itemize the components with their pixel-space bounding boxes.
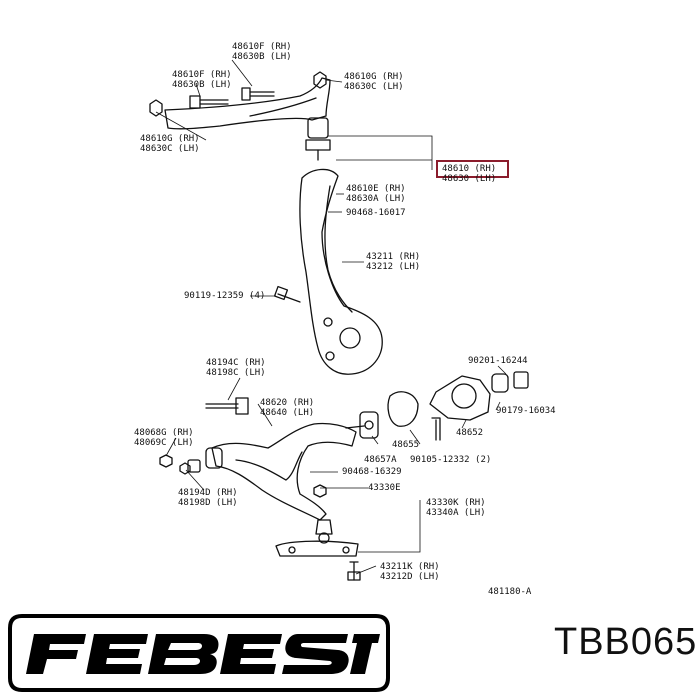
label-ball-joint: 43330K (RH) 43340A (LH) (426, 498, 486, 518)
bracket-shape (359, 411, 379, 439)
label-bracket: 48657A (364, 455, 397, 465)
label-upper-arm-bolt: 48610F (RH) 48630B (LH) (232, 42, 292, 62)
label-upper-arm-nut: 48610G (RH) 48630C (LH) (344, 72, 404, 92)
upper-bolt-left-shape (199, 99, 229, 105)
diagram-drawing (149, 59, 529, 581)
label-upper-bushing: 48610E (RH) 48630A (LH) (346, 184, 406, 204)
product-code: TBB065 (554, 621, 698, 663)
highlight-box (436, 160, 509, 178)
label-knuckle: 43211 (RH) 43212 (LH) (366, 252, 421, 272)
febest-logo (8, 612, 390, 694)
lower-plate-shape (275, 540, 359, 557)
label-upper-arm-main: 48610 (RH) 48630 (LH) (442, 164, 497, 184)
lower-arm-shape (211, 422, 357, 521)
lower-ball-joint (313, 484, 327, 498)
label-bushing-washer: 90179-16034 (496, 406, 556, 416)
front-bushing-shape (387, 391, 419, 427)
diagram-reference: 481180-A (488, 587, 532, 597)
upper-nut-left-shape (149, 99, 163, 117)
knuckle-shape (299, 168, 383, 375)
label-upper-cotter: 90468-16017 (346, 208, 406, 218)
upper-bolt-top-shape (249, 91, 275, 97)
label-bushing-bolt-small: 90105-12332 (2) (410, 455, 492, 465)
label-upper-arm-bolt-left: 48610F (RH) 48630B (LH) (172, 70, 232, 90)
label-lower-arm: 48620 (RH) 48640 (LH) (260, 398, 315, 418)
upper-ball-joint (307, 117, 329, 139)
rear-bushing-shape (429, 375, 491, 421)
label-lower-nut: 48068G (RH) 48069C (LH) (134, 428, 194, 448)
label-bushing-nut: 90201-16244 (468, 356, 528, 366)
label-lower-plate: 43211K (RH) 43212D (LH) (380, 562, 440, 582)
label-lower-arm-bolt: 48194C (RH) 48198C (LH) (206, 358, 266, 378)
upper-nut-right-shape (313, 71, 327, 89)
upper-arm-shape (164, 77, 331, 130)
label-front-bushing: 48655 (392, 440, 420, 450)
label-ball-joint-nut: 43330E (368, 483, 401, 493)
label-upper-arm-nut-left: 48610G (RH) 48630C (LH) (140, 134, 200, 154)
label-lower-cotter: 90468-16329 (342, 467, 402, 477)
label-rear-bushing: 48652 (456, 428, 484, 438)
label-knuckle-bolt: 90119-12359 (4) (184, 291, 266, 301)
label-lower-stop: 48194D (RH) 48198D (LH) (178, 488, 238, 508)
